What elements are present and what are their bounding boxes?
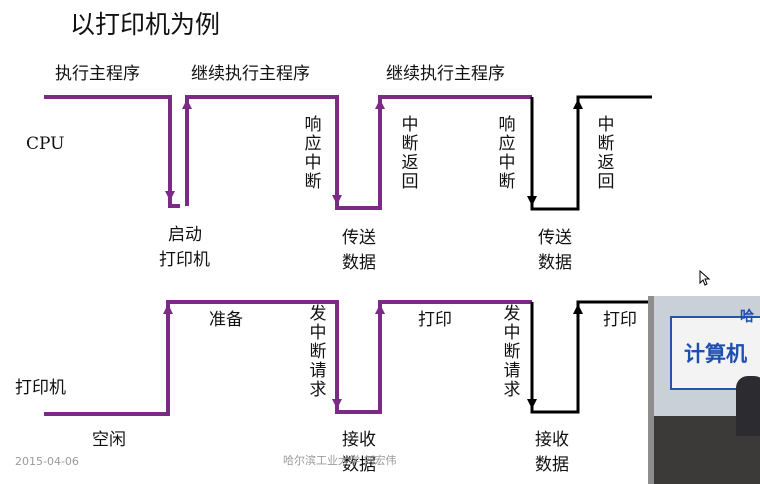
label-respond-interrupt-1: 响应中断	[304, 115, 322, 192]
backdrop-banner	[670, 316, 760, 390]
printer-row-label: 打印机	[15, 378, 66, 398]
label-receive-2a: 接收	[535, 430, 569, 450]
cpu-waveform	[44, 95, 532, 210]
lecturer-figure	[736, 376, 760, 436]
banner-text: 计算机	[684, 342, 747, 366]
label-start-line1: 启动	[168, 225, 202, 245]
label-interrupt-return-1: 中断返回	[401, 115, 419, 192]
label-receive-1a: 接收	[342, 430, 376, 450]
mouse-cursor-icon	[699, 270, 711, 286]
footer-date: 2015-04-06	[15, 455, 79, 468]
label-start-line2: 打印机	[159, 250, 210, 270]
label-prepare: 准备	[209, 310, 243, 330]
label-receive-1b: 数据	[342, 455, 376, 475]
label-receive-2b: 数据	[535, 455, 569, 475]
label-interrupt-return-2: 中断返回	[597, 115, 615, 192]
label-interrupt-request-2: 发中断请求	[503, 304, 521, 400]
printer-waveform-black	[530, 300, 650, 414]
label-print-2: 打印	[603, 310, 637, 330]
banner-top-text: 哈	[740, 309, 754, 325]
label-continue-1: 继续执行主程序	[191, 64, 310, 84]
cpu-waveform-black	[530, 95, 652, 211]
slide-title: 以打印机为例	[70, 10, 221, 39]
label-print-1: 打印	[418, 310, 452, 330]
label-exec-main: 执行主程序	[55, 64, 140, 84]
cpu-row-label: CPU	[26, 134, 65, 154]
label-respond-interrupt-2: 响应中断	[498, 115, 516, 192]
label-transfer-2b: 数据	[538, 253, 572, 273]
lecturer-video-inset: 哈 计算机	[648, 296, 760, 484]
label-transfer-1a: 传送	[342, 228, 376, 248]
label-idle: 空闲	[92, 430, 126, 450]
label-continue-2: 继续执行主程序	[386, 64, 505, 84]
printer-waveform	[44, 300, 532, 416]
label-transfer-2a: 传送	[538, 228, 572, 248]
label-transfer-1b: 数据	[342, 253, 376, 273]
label-interrupt-request-1: 发中断请求	[309, 304, 327, 400]
footer-center: 哈尔滨工业大学 刘宏伟	[283, 454, 397, 467]
